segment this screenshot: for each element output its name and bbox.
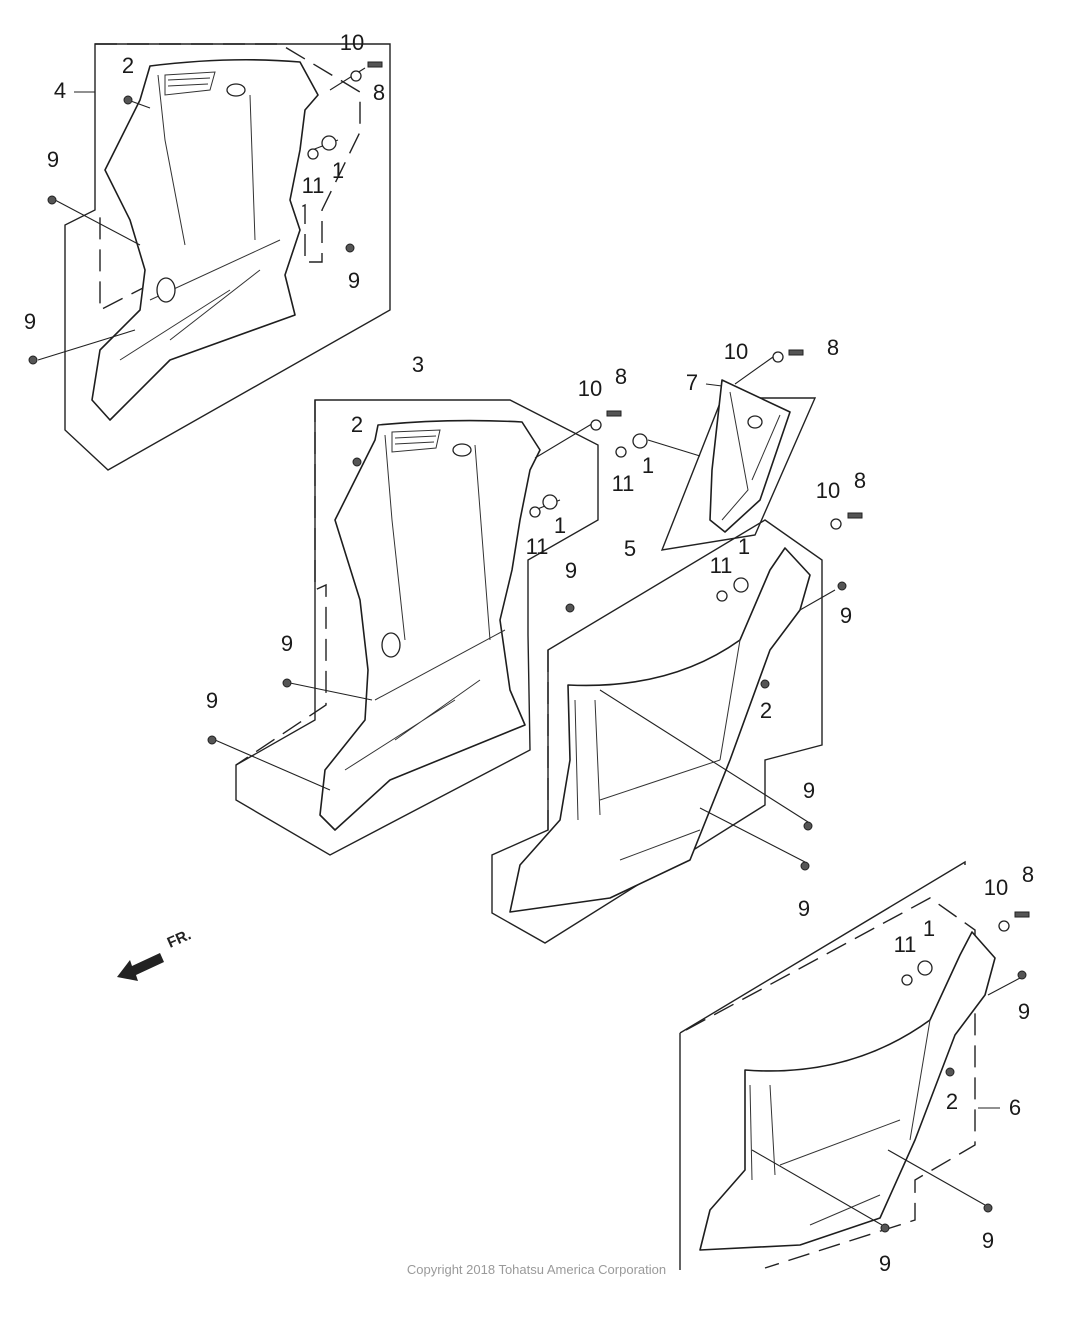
callout-9: 9	[840, 603, 852, 628]
callout-10: 10	[984, 875, 1008, 900]
callout-11: 11	[894, 932, 917, 957]
assembly-6-dashed-outline	[685, 897, 976, 1269]
callout-10: 10	[724, 339, 748, 364]
callout-2: 2	[351, 412, 363, 437]
callout-11: 11	[302, 173, 325, 198]
inner-cover-part-4	[91, 58, 319, 421]
callout-9: 9	[24, 309, 36, 334]
callout-10: 10	[578, 376, 602, 401]
assembly-3-dashed-outline	[235, 400, 327, 766]
copyright-notice: Copyright 2018 Tohatsu America Corporati…	[406, 1262, 667, 1277]
assembly-5-outline	[491, 519, 823, 944]
callout-9: 9	[206, 688, 218, 713]
callout-8: 8	[615, 364, 627, 389]
callout-10: 10	[816, 478, 840, 503]
lower-cover-part-6	[699, 931, 996, 1251]
front-label: FR.	[165, 926, 194, 951]
callout-1: 1	[332, 158, 344, 183]
callout-7: 7	[686, 370, 698, 395]
callout-1: 1	[738, 534, 750, 559]
callout-2: 2	[760, 698, 772, 723]
callout-9: 9	[798, 896, 810, 921]
callout-2: 2	[122, 53, 134, 78]
front-direction-indicator: FR.	[117, 926, 194, 981]
callout-9: 9	[281, 631, 293, 656]
callout-8: 8	[827, 335, 839, 360]
callout-9: 9	[879, 1251, 891, 1276]
callout-10: 10	[340, 30, 364, 55]
callout-11: 11	[612, 471, 635, 496]
callout-1: 1	[642, 453, 654, 478]
assembly-part-6	[679, 860, 1030, 1270]
inner-cover-part-3	[319, 419, 541, 831]
assembly-part-3	[207, 399, 622, 856]
callout-9: 9	[565, 558, 577, 583]
callout-11: 11	[526, 534, 549, 559]
callout-9: 9	[982, 1228, 994, 1253]
callout-9: 9	[1018, 999, 1030, 1024]
callout-1: 1	[554, 513, 566, 538]
callout-8: 8	[1022, 862, 1034, 887]
callout-9: 9	[348, 268, 360, 293]
bracket-part-7	[615, 349, 817, 551]
callout-labels: 4 2 10 8 1 11 9 9 9 3 2 10 8 1 11 9 9 9 …	[24, 30, 1034, 1276]
callout-3: 3	[412, 352, 424, 377]
assembly-part-5	[491, 512, 863, 944]
callout-1: 1	[923, 916, 935, 941]
callout-5: 5	[624, 536, 636, 561]
callout-2: 2	[946, 1089, 958, 1114]
callout-4: 4	[54, 78, 66, 103]
lower-cover-part-5	[509, 547, 811, 913]
assembly-part-4	[28, 43, 391, 471]
assembly-6-outline	[679, 860, 966, 1270]
callout-8: 8	[854, 468, 866, 493]
assembly-4-outline	[64, 43, 391, 471]
assembly-3-outline	[235, 399, 599, 856]
part-7-outline	[660, 397, 817, 551]
callout-11: 11	[710, 553, 733, 578]
callout-9: 9	[47, 147, 59, 172]
callout-8: 8	[373, 80, 385, 105]
callout-9: 9	[803, 778, 815, 803]
front-arrow-icon	[117, 953, 164, 981]
callout-6: 6	[1009, 1095, 1021, 1120]
